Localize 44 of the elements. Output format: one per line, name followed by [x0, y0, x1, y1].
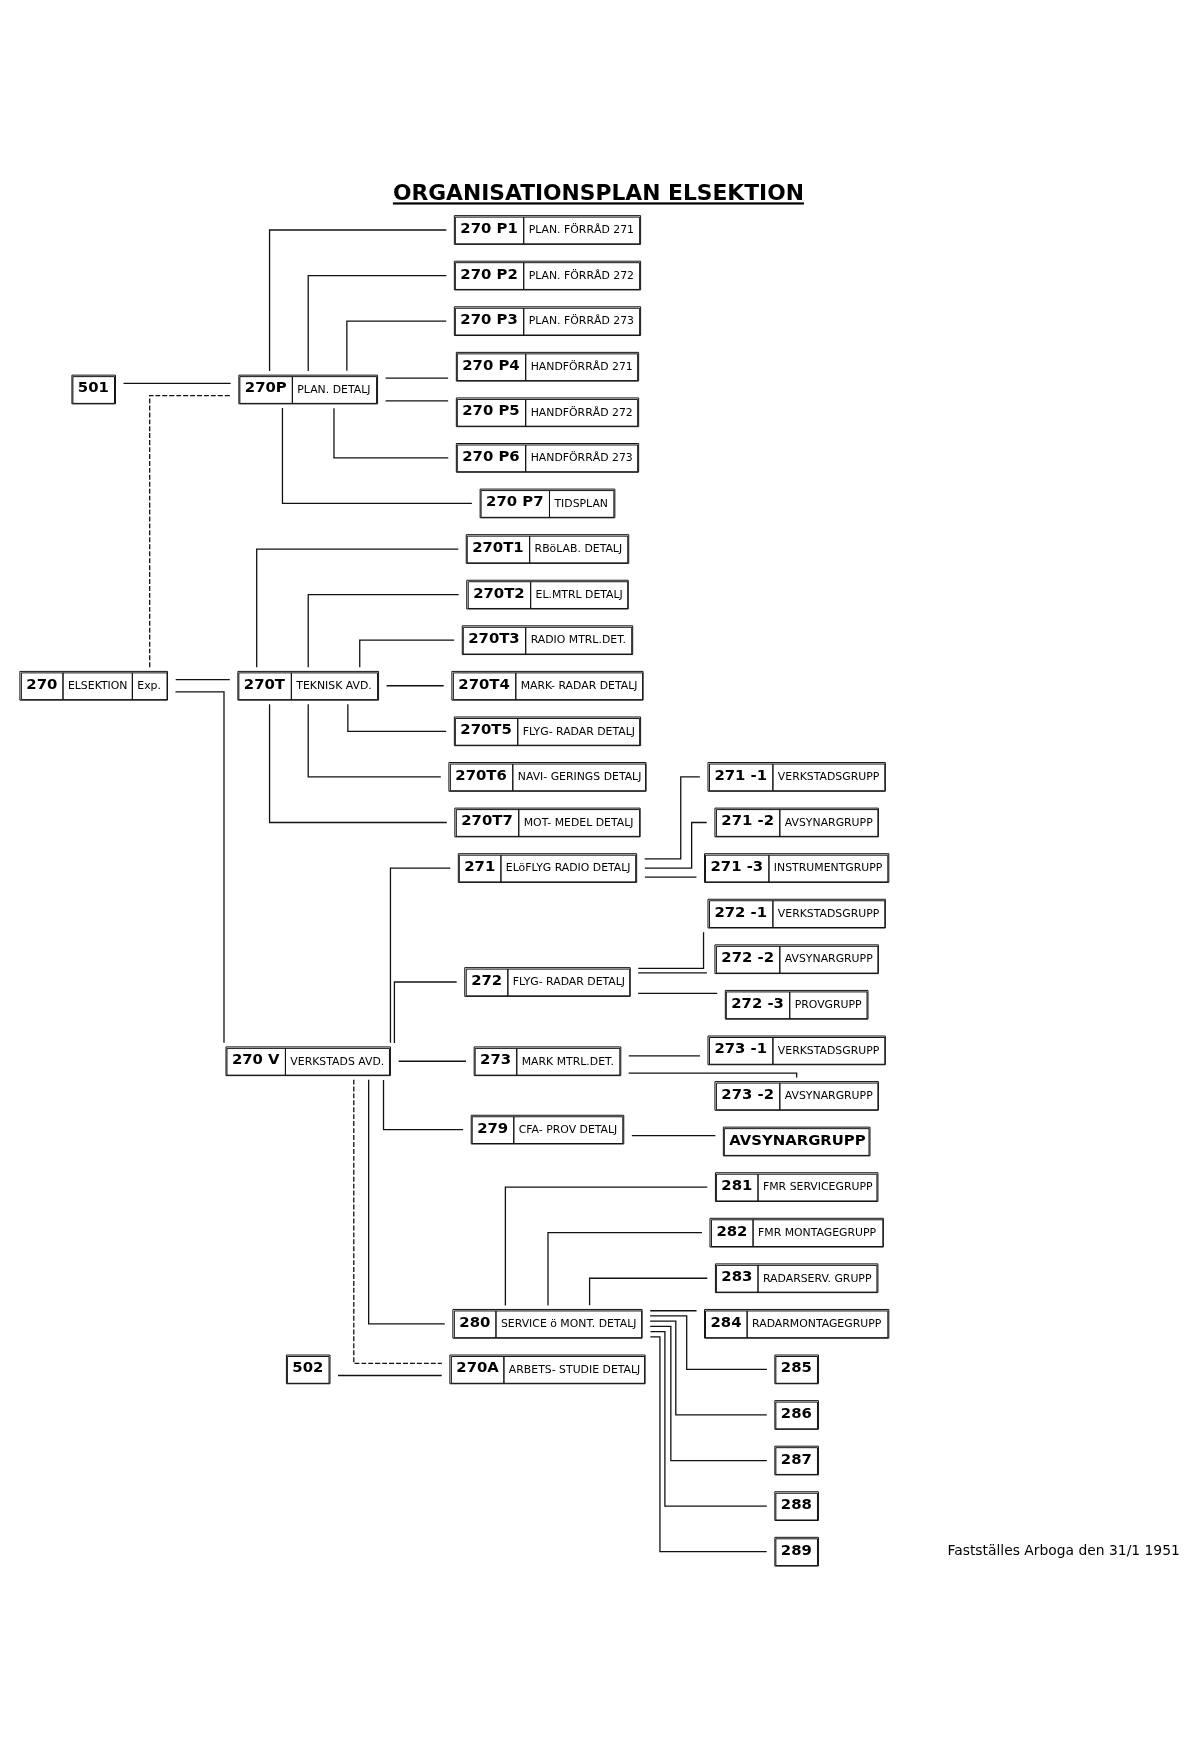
connector [268, 703, 448, 823]
connector [389, 866, 451, 1043]
connector [382, 1078, 464, 1130]
connector [393, 980, 458, 1044]
connector [122, 382, 232, 384]
connector [174, 690, 225, 1043]
connector [333, 407, 449, 459]
connector [353, 1078, 443, 1364]
connector [346, 320, 447, 371]
connector [588, 1277, 708, 1306]
connector [256, 547, 459, 668]
connector [368, 1078, 446, 1324]
connector [547, 1231, 703, 1306]
connector [359, 639, 455, 668]
connector [649, 1330, 768, 1507]
connector [644, 876, 698, 878]
connector [637, 931, 705, 969]
connector [347, 703, 447, 732]
connector [307, 593, 460, 668]
connector [644, 821, 708, 869]
connector [649, 1320, 768, 1416]
connector [337, 1374, 443, 1376]
connector [384, 376, 449, 379]
connector [149, 394, 232, 668]
label: Fastställes Arboga den 31/1 1951 [947, 1541, 1180, 1558]
connector [268, 228, 447, 372]
connector [504, 1185, 708, 1306]
connector [637, 992, 718, 994]
connector [649, 1314, 768, 1370]
connector [385, 684, 445, 686]
connector [649, 1309, 698, 1311]
connector [649, 1325, 768, 1461]
connector [281, 406, 473, 504]
connector [649, 1335, 768, 1552]
connector [631, 1134, 716, 1136]
connector [175, 678, 231, 680]
connector [628, 1072, 798, 1078]
connector [384, 399, 449, 402]
connector [628, 1054, 701, 1056]
connector [307, 703, 442, 778]
connector [398, 1060, 467, 1062]
connector [637, 971, 708, 974]
connector [307, 274, 447, 372]
diagram-title: ORGANISATIONSPLAN ELSEKTION [392, 179, 804, 205]
